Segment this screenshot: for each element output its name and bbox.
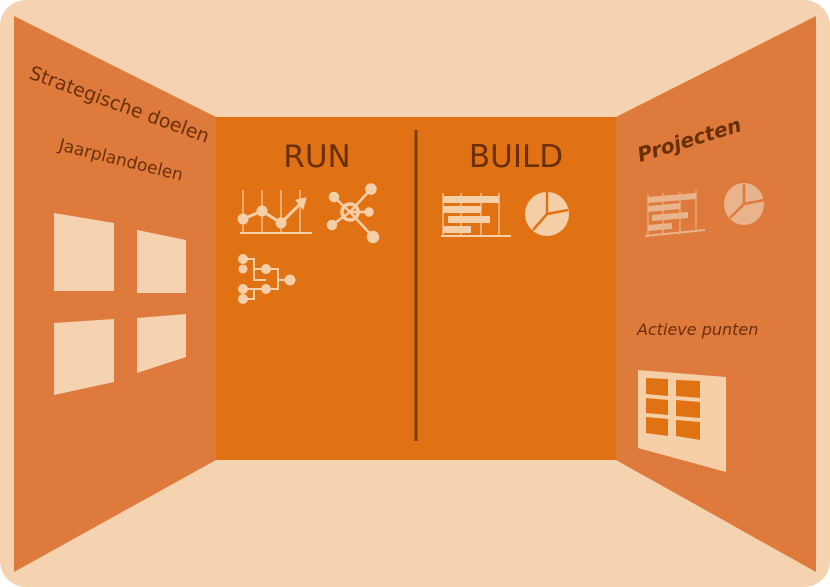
gantt-chart-icon bbox=[644, 190, 706, 237]
window-panel bbox=[137, 230, 186, 293]
left-wall bbox=[14, 16, 216, 572]
window-panel bbox=[54, 319, 114, 395]
gantt-chart-icon bbox=[441, 193, 511, 237]
kanban-board-icon bbox=[638, 370, 726, 472]
pie-chart-icon bbox=[525, 192, 569, 236]
network-icon bbox=[326, 183, 380, 244]
line-chart-icon bbox=[237, 190, 312, 234]
pie-chart-icon bbox=[724, 183, 765, 225]
window-panel bbox=[54, 213, 114, 291]
run-label: RUN bbox=[283, 139, 350, 175]
tree-flow-icon bbox=[238, 254, 296, 304]
window-panel bbox=[137, 314, 186, 373]
active-points-label: Actieve punten bbox=[636, 320, 758, 339]
build-label: BUILD bbox=[469, 139, 563, 175]
